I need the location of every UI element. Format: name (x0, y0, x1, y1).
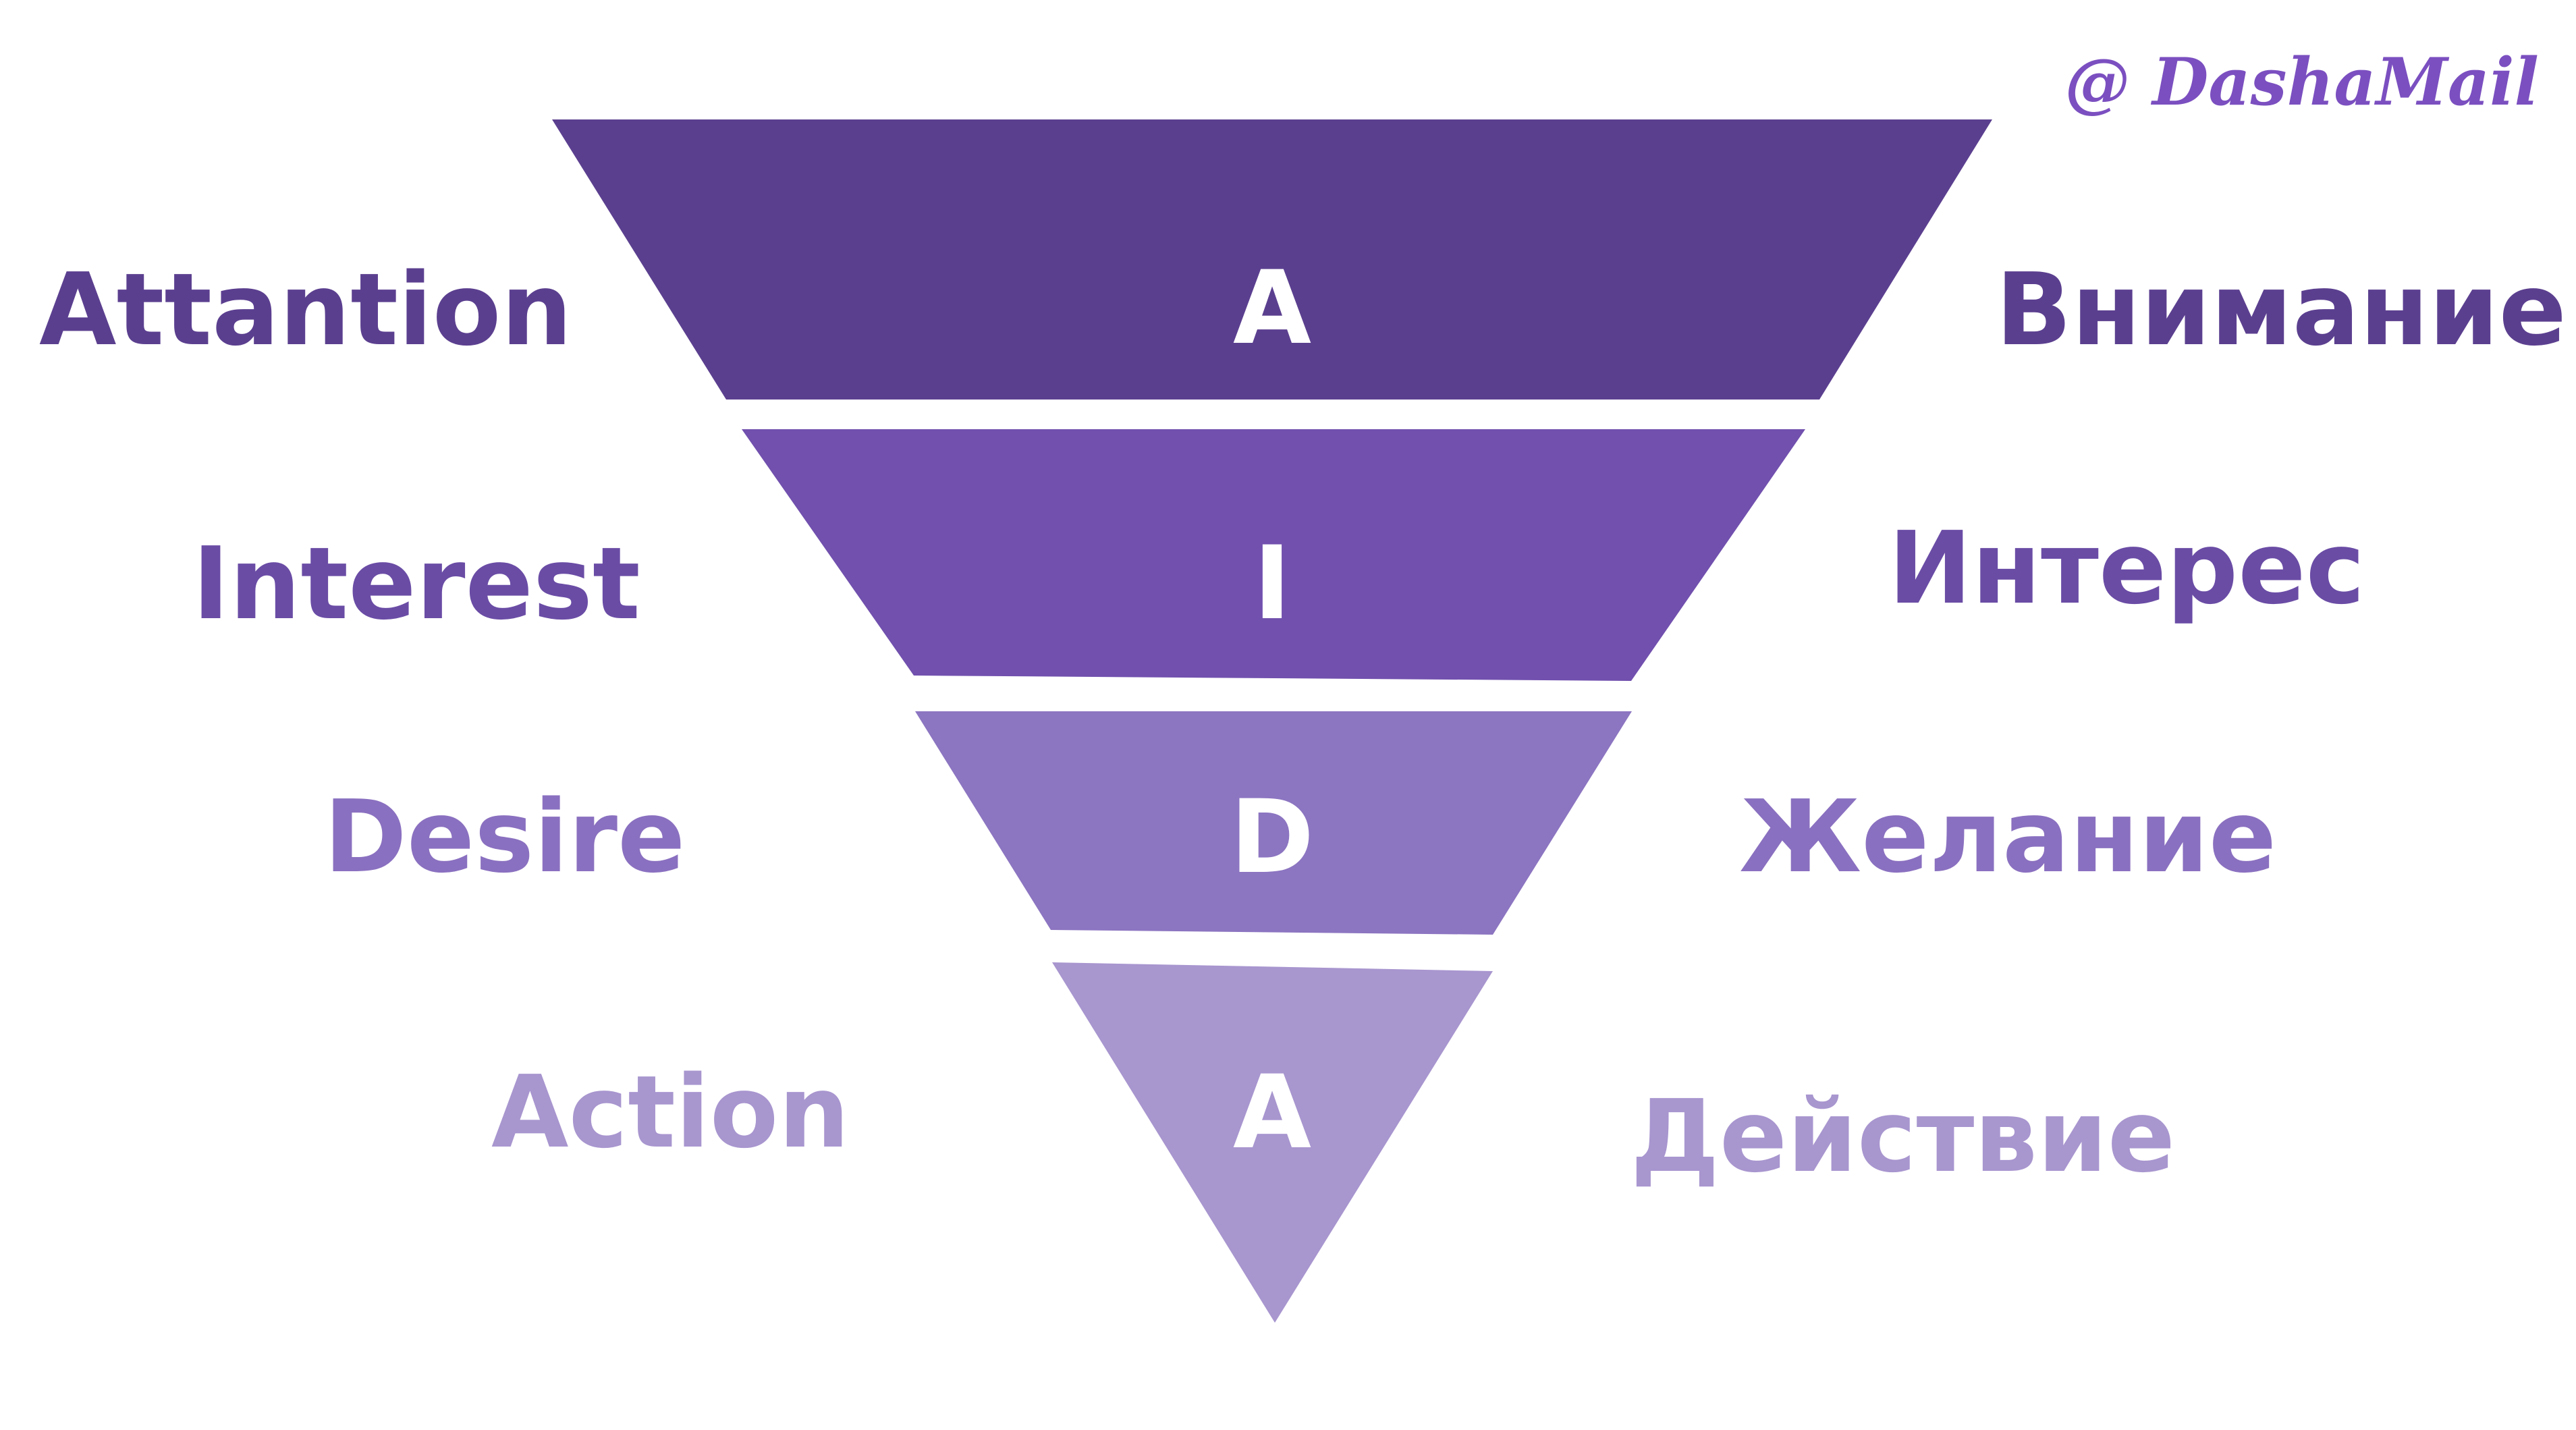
label-russian-desire: Желание (1739, 779, 2276, 895)
label-russian-attention: Внимание (1996, 252, 2567, 368)
funnel-segment-attention (552, 119, 1992, 400)
label-english-desire: Desire (324, 779, 685, 895)
funnel-letter-action: A (1233, 1054, 1311, 1172)
funnel-segment-desire (915, 711, 1632, 935)
funnel-letter-interest: I (1253, 525, 1291, 642)
label-english-attention: Attantion (39, 252, 572, 368)
funnel-letter-desire: D (1230, 779, 1315, 896)
dashamail-logo: @ DashaMail (2065, 44, 2539, 120)
label-russian-interest: Интерес (1888, 510, 2365, 626)
label-english-interest: Interest (192, 526, 640, 642)
funnel-letter-attention: A (1233, 250, 1311, 367)
label-russian-action: Действие (1630, 1078, 2175, 1194)
funnel-segment-action (1052, 962, 1493, 1323)
funnel-segment-interest (742, 429, 1805, 681)
label-english-action: Action (491, 1054, 850, 1170)
